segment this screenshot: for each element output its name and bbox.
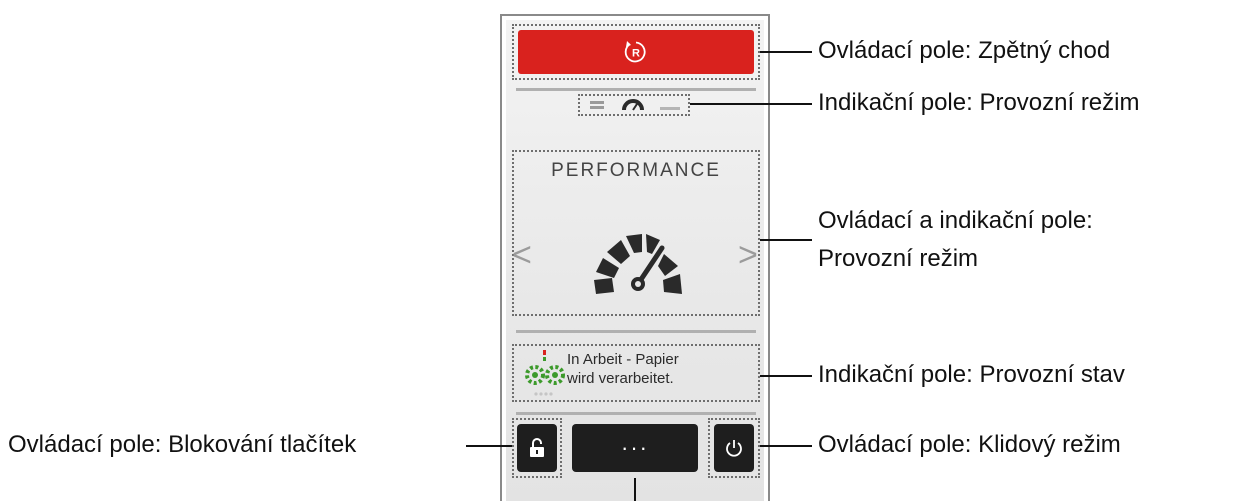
reverse-R-icon: R (624, 41, 646, 63)
standby-button[interactable] (714, 424, 754, 472)
status-text: In Arbeit - Papier wird verarbeitet. (567, 351, 679, 387)
callout-line-reverse (760, 51, 812, 53)
callout-mode-control-line2: Provozní režim (818, 245, 979, 272)
next-mode-arrow[interactable]: > (738, 236, 758, 274)
divider (516, 88, 756, 91)
lock-field-outline (512, 418, 562, 478)
callout-reverse: Ovládací pole: Zpětný chod (818, 37, 1111, 64)
menu-button[interactable]: ··· (572, 424, 698, 472)
callout-status: Indikační pole: Provozní stav (818, 361, 1125, 388)
reverse-button[interactable]: R (518, 30, 754, 74)
key-lock-button[interactable] (517, 424, 557, 472)
callout-line-mode-indicator (690, 103, 812, 105)
gauge-mode-icon (622, 99, 644, 111)
prev-mode-arrow[interactable]: < (512, 236, 532, 274)
performance-gauge-icon (594, 234, 682, 294)
divider (516, 330, 756, 333)
callout-lock: Ovládací pole: Blokování tlačítek (8, 431, 357, 458)
callout-mode-control-line1: Ovládací a indikační pole: (818, 207, 1093, 234)
callout-line-status (760, 375, 812, 377)
lock-open-icon (530, 438, 544, 457)
mode-indicator-outline (578, 94, 690, 116)
callout-line-menu (634, 478, 636, 501)
reverse-field-outline (512, 24, 760, 80)
callout-line-lock (466, 445, 512, 447)
svg-text:R: R (632, 48, 640, 60)
callout-line-mode-control (760, 239, 812, 241)
status-field-outline (512, 344, 760, 402)
mode-title: PERFORMANCE (551, 160, 721, 181)
power-icon (726, 440, 742, 457)
callout-mode-indicator: Indikační pole: Provozní režim (818, 89, 1140, 116)
callout-line-standby (760, 445, 812, 447)
mode-indicator (590, 99, 680, 111)
callout-standby: Ovládací pole: Klidový režim (818, 431, 1121, 458)
paper-mode-icon (590, 101, 604, 109)
divider (516, 412, 756, 415)
eco-mode-icon (660, 107, 680, 110)
mode-control-outline (512, 150, 760, 316)
gears-working-icon (525, 350, 565, 396)
standby-field-outline (708, 418, 760, 478)
